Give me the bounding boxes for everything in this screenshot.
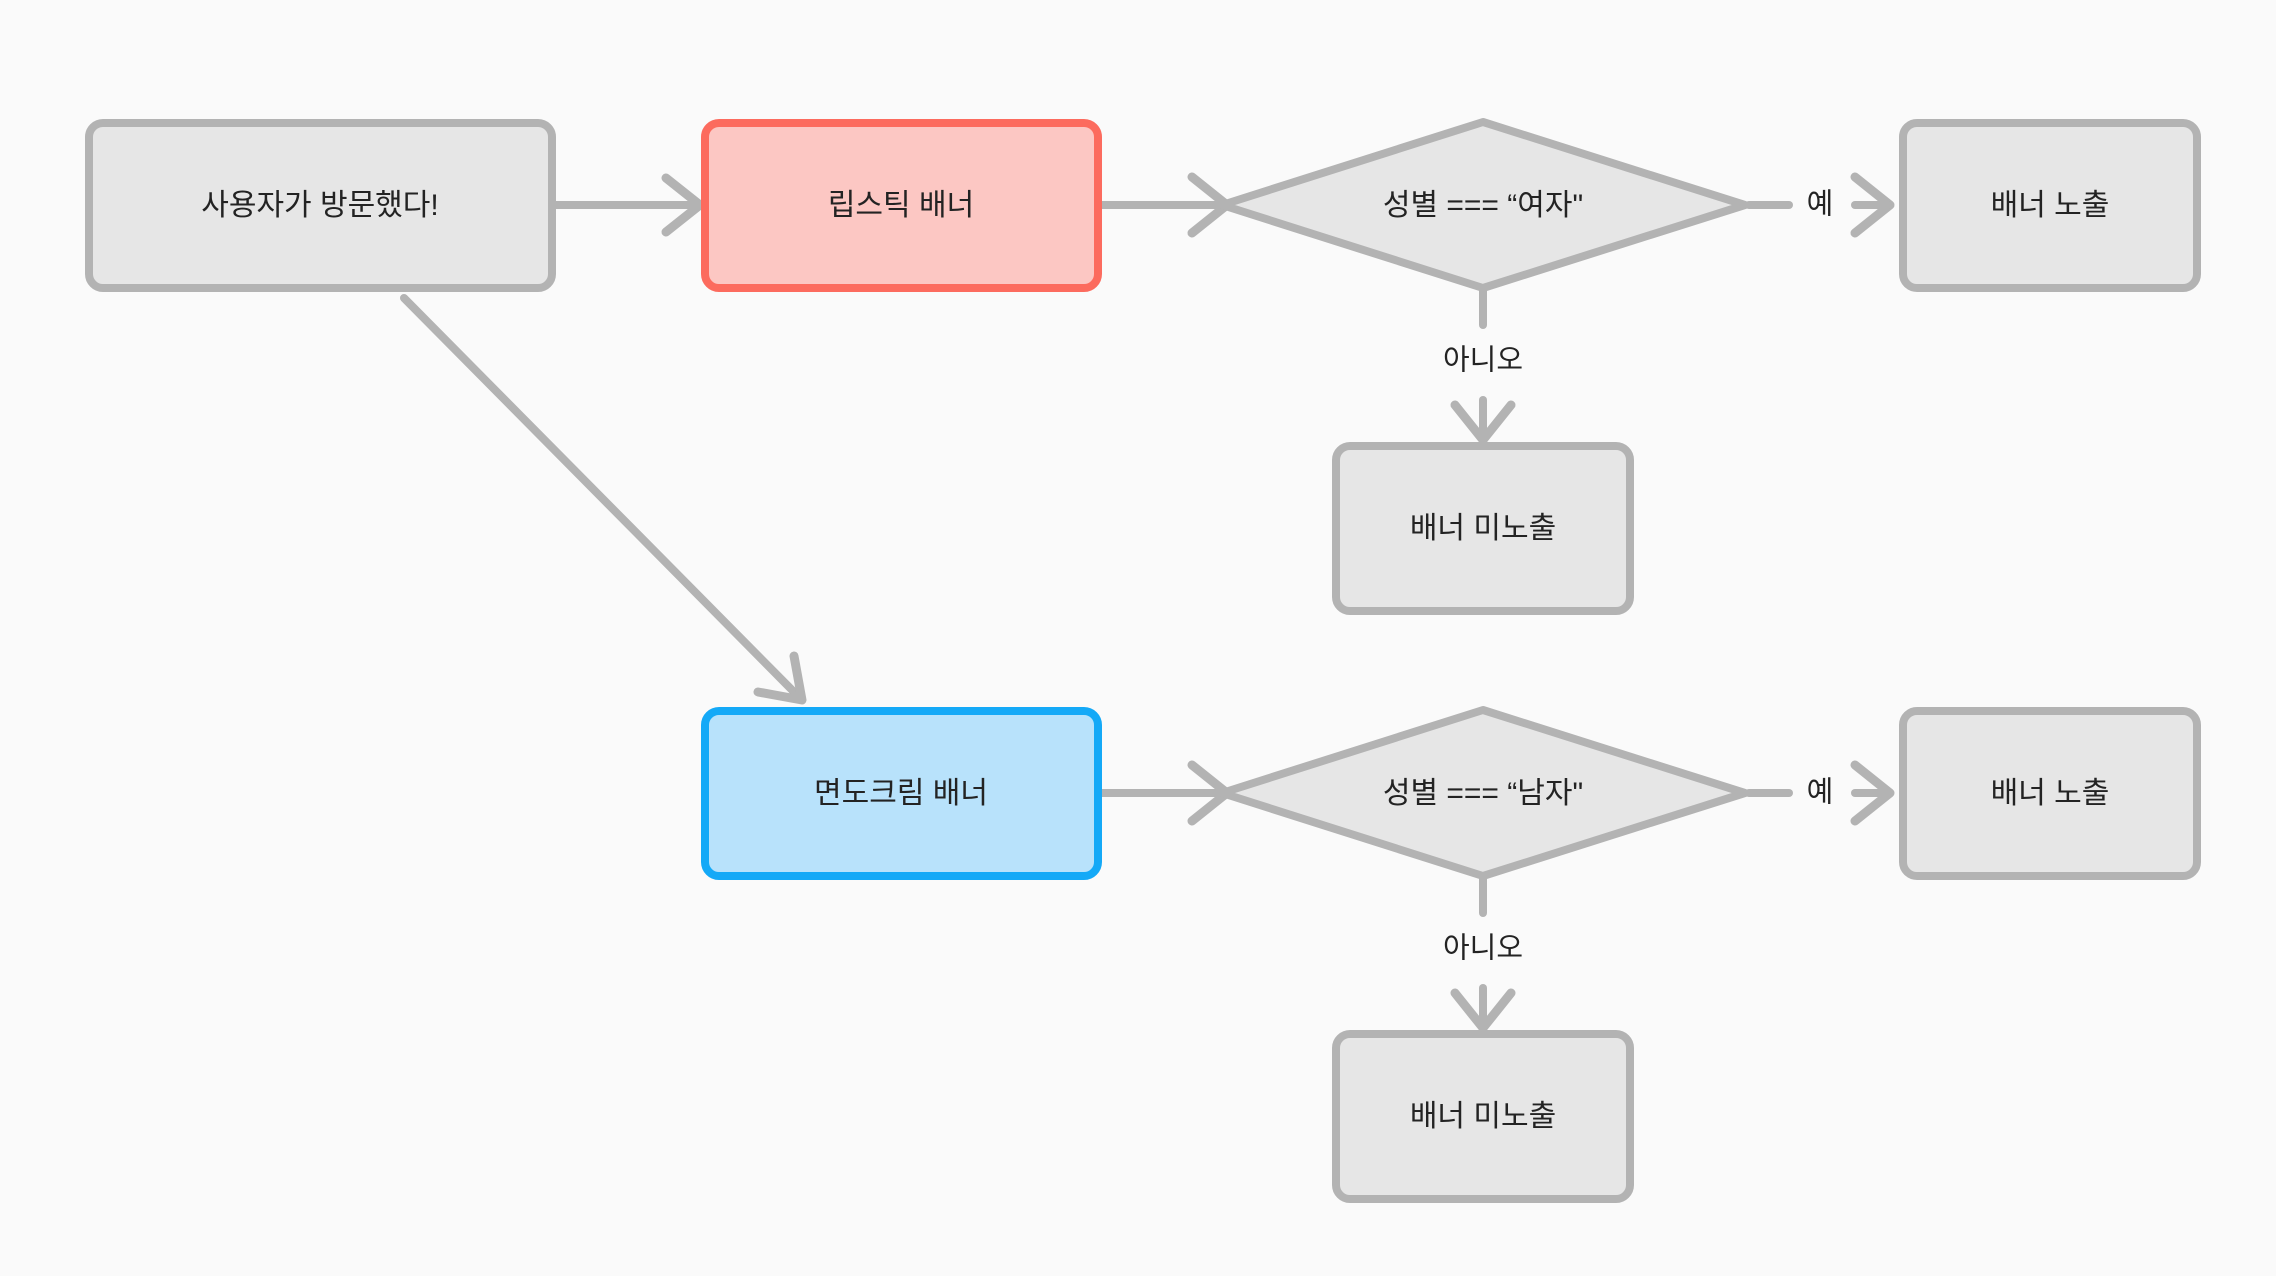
node-shaving-banner[interactable]: 면도크림 배너 xyxy=(701,707,1102,880)
arrowhead-icon xyxy=(661,173,705,237)
node-shape[interactable] xyxy=(85,119,556,292)
edge-line xyxy=(400,294,800,698)
node-shape[interactable] xyxy=(1218,706,1749,880)
node-shape[interactable] xyxy=(701,119,1102,292)
node-decision-female[interactable]: 성별 === “여자" xyxy=(1218,118,1749,292)
node-shape[interactable] xyxy=(1332,442,1634,615)
edge-label-yes-bottom: 예 xyxy=(1807,777,1834,809)
arrowhead-icon xyxy=(1450,988,1516,1033)
edge-shaving-to-decision-male xyxy=(1096,760,1232,826)
node-start-label: 사용자가 방문했다! xyxy=(201,189,438,222)
node-start[interactable]: 사용자가 방문했다! xyxy=(85,119,556,292)
node-decision-male[interactable]: 성별 === “남자" xyxy=(1218,706,1749,880)
node-hide-banner-bottom[interactable]: 배너 미노출 xyxy=(1332,1030,1634,1203)
node-shape[interactable] xyxy=(1899,119,2201,292)
edge-label-yes-top: 예 xyxy=(1807,189,1834,221)
edge-label-no-bottom: 아니오 xyxy=(1443,933,1523,965)
edge-decision-female-yes: 예 xyxy=(1745,172,1895,238)
node-decision-male-label: 성별 === “남자" xyxy=(1383,777,1583,810)
node-lipstick-banner-label: 립스틱 배너 xyxy=(828,189,974,222)
node-shape[interactable] xyxy=(1332,1030,1634,1203)
arrowhead-icon xyxy=(1450,400,1516,445)
node-shape[interactable] xyxy=(701,707,1102,880)
node-shape[interactable] xyxy=(1218,118,1749,292)
arrowhead-icon xyxy=(1850,760,1895,826)
edge-lipstick-to-decision-female xyxy=(1096,172,1232,238)
node-hide-banner-top-label: 배너 미노출 xyxy=(1410,512,1556,545)
arrowhead-icon xyxy=(753,651,807,705)
node-decision-female-label: 성별 === “여자" xyxy=(1383,189,1583,222)
node-shaving-banner-label: 면도크림 배너 xyxy=(814,777,988,810)
node-shape[interactable] xyxy=(1899,707,2201,880)
edge-start-to-shaving xyxy=(400,294,807,705)
edge-label-no-top: 아니오 xyxy=(1443,345,1523,377)
node-show-banner-top[interactable]: 배너 노출 xyxy=(1899,119,2201,292)
node-hide-banner-bottom-label: 배너 미노출 xyxy=(1410,1100,1556,1133)
node-show-banner-bottom-label: 배너 노출 xyxy=(1991,777,2110,810)
edge-decision-female-no: 아니오 xyxy=(1443,285,1523,445)
node-hide-banner-top[interactable]: 배너 미노출 xyxy=(1332,442,1634,615)
node-lipstick-banner[interactable]: 립스틱 배너 xyxy=(701,119,1102,292)
edge-start-to-lipstick xyxy=(552,173,705,237)
node-show-banner-top-label: 배너 노출 xyxy=(1991,189,2110,222)
edge-decision-male-no: 아니오 xyxy=(1443,873,1523,1033)
edge-decision-male-yes: 예 xyxy=(1745,760,1895,826)
node-show-banner-bottom[interactable]: 배너 노출 xyxy=(1899,707,2201,880)
